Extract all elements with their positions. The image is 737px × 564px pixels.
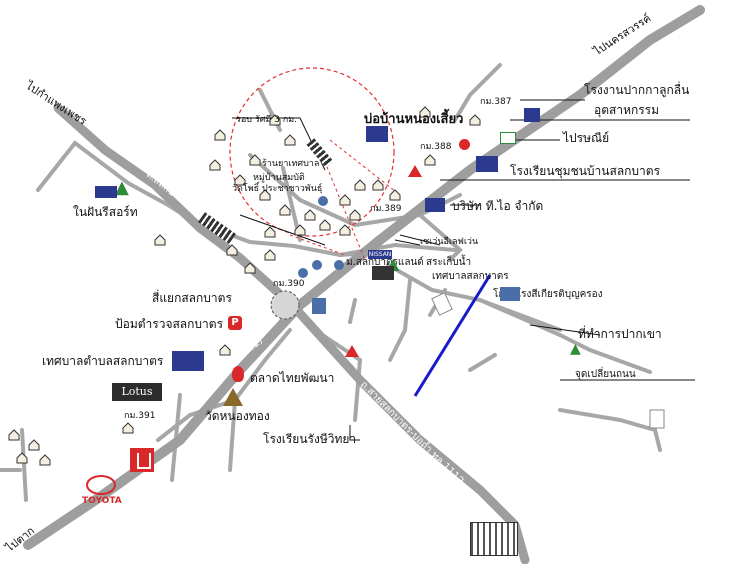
- building-icon: [476, 156, 498, 172]
- house-icon: [372, 179, 384, 191]
- house-icon: [319, 219, 331, 231]
- info-icon: [312, 260, 322, 270]
- house-icon: [226, 244, 238, 256]
- label-circle-note: รอบ รัศมี 3 กม.: [236, 115, 297, 125]
- house-icon: [354, 179, 366, 191]
- house-icon: [219, 344, 231, 356]
- house-icon: [284, 134, 296, 146]
- house-icon: [349, 209, 361, 221]
- factory-icon: [470, 522, 518, 556]
- house-icon: [234, 174, 246, 186]
- label-wat-name: วัดโพธิ์ ประชาชาวพันธุ์: [232, 184, 323, 194]
- toyota-icon: [86, 475, 116, 495]
- house-icon: [16, 452, 28, 464]
- label-intersection: สี่แยกสลกบาตร: [152, 291, 232, 305]
- house-icon: [154, 234, 166, 246]
- label-industry: อุตสาหกรรม: [594, 103, 660, 117]
- plots: [431, 292, 665, 429]
- municipality-building-icon: [172, 351, 204, 371]
- label-rubber-factory: โรงงานปากกาลูกลื่น: [584, 83, 690, 97]
- label-viewpoint: จุดเปลี่ยนถนน: [575, 369, 636, 380]
- label-company: บริษัท ที.ไอ จำกัด: [452, 199, 544, 213]
- house-icon: [264, 226, 276, 238]
- info-icon: [318, 196, 328, 206]
- police-icon: P: [228, 316, 242, 330]
- house-icon: [244, 262, 256, 274]
- house-icon: [214, 129, 226, 141]
- label-resort: ในฝันรีสอร์ท: [73, 205, 138, 219]
- house-icon: [389, 189, 401, 201]
- house-icon: [249, 154, 261, 166]
- house-icon: [8, 429, 20, 441]
- leader-lines: [232, 99, 695, 441]
- market-building-icon: [372, 266, 394, 280]
- info-icon: [334, 260, 344, 270]
- brand-red-icon: [130, 448, 154, 472]
- house-icon: [339, 224, 351, 236]
- toyota-label: TOYOTA: [82, 496, 122, 506]
- label-warehouse: โกดังโรงสีเกียรติบุญครอง: [493, 289, 603, 300]
- house-icon: [424, 154, 436, 166]
- house-icon: [294, 224, 306, 236]
- label-km387: กม.387: [480, 97, 512, 107]
- label-km389: กม.389: [370, 204, 402, 214]
- building-icon: [366, 126, 388, 142]
- label-km391: กม.391: [124, 411, 156, 421]
- resort-building-icon: [95, 186, 117, 198]
- label-pharmacy: ร้านยาเทศบาล: [262, 159, 320, 169]
- nissan-logo: NISSAN: [368, 250, 392, 259]
- factory-icon: [524, 108, 540, 122]
- label-fresh-market: ตลาดไทยพัฒนา: [250, 371, 335, 385]
- building-icon: [425, 198, 445, 212]
- label-district-office: ที่ทำการปากเขา: [578, 327, 662, 341]
- house-icon: [419, 106, 431, 118]
- tree-icon: ▲: [570, 341, 581, 357]
- label-village: หมู่บ้านสมบัติ: [253, 173, 305, 183]
- house-icon: [269, 114, 281, 126]
- tree-icon: ▲: [115, 177, 129, 198]
- house-icon: [279, 204, 291, 216]
- label-municipality: เทศบาลตำบลสลกบาตร: [42, 354, 164, 368]
- label-water-works: เทศบาลสลกบาตร: [432, 271, 509, 282]
- label-school-community: โรงเรียนชุมชนบ้านสลกบาตร: [510, 164, 661, 178]
- shell-icon: [459, 139, 470, 150]
- warehouse-icon: [500, 287, 520, 301]
- school-icon: [312, 298, 326, 314]
- label-sakon-baht-land: ม.สลกบาตรแลนด์: [346, 257, 424, 268]
- house-icon: [209, 159, 221, 171]
- label-police: ป้อมตำรวจสลกบาตร: [115, 317, 224, 331]
- house-icon: [122, 422, 134, 434]
- info-icon: [298, 268, 308, 278]
- house-icon: [259, 189, 271, 201]
- house-icon: [469, 114, 481, 126]
- label-ban-nong: บ่อบ้านหนองเสี้ยว: [364, 112, 464, 127]
- house-icon: [39, 454, 51, 466]
- house-icon: [339, 194, 351, 206]
- label-school-rangsi: โรงเรียนรังษีวิทยา: [263, 432, 357, 446]
- house-icon: [304, 209, 316, 221]
- label-temple: วัดหนองทอง: [205, 409, 270, 423]
- fuel-icon: [232, 366, 244, 382]
- label-km388: กม.388: [420, 142, 452, 152]
- house-icon: [28, 439, 40, 451]
- houses-layer: [8, 106, 481, 466]
- red-guides: [289, 139, 401, 261]
- label-km390: กม.390: [273, 279, 305, 289]
- post-icon: [500, 132, 516, 144]
- radius-circle: [229, 67, 395, 237]
- lotus-logo: Lotus: [112, 383, 162, 401]
- house-icon: [264, 249, 276, 261]
- label-water-tank: สระเก็บน้ำ: [426, 257, 472, 268]
- label-post-office: ไปรษณีย์: [563, 131, 610, 145]
- label-seven-eleven: เซเว่นอีเลฟเว่น: [420, 237, 479, 247]
- roundabout: [270, 290, 300, 320]
- canal-line: [413, 274, 492, 397]
